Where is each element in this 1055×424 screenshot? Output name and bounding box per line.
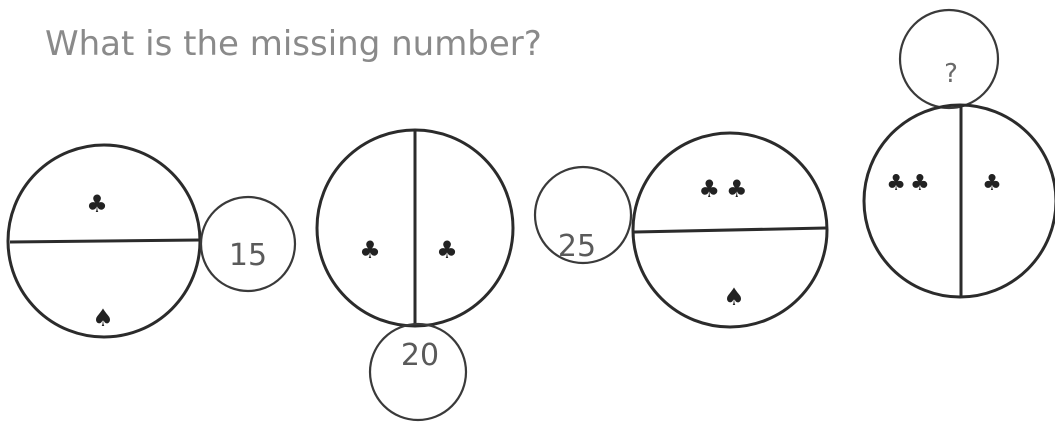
puzzle-4-left-symbols: ♣♣ xyxy=(886,171,933,196)
puzzle-2-right-symbols: ♣ xyxy=(436,236,458,264)
puzzle-3-top-symbols: ♣♣ xyxy=(698,175,753,203)
puzzle-1-value: 15 xyxy=(229,238,267,273)
puzzle-3-value-circle xyxy=(533,165,633,265)
puzzle-1-bottom-symbols: ♠ xyxy=(92,304,114,332)
puzzle-4-right-symbols: ♣ xyxy=(982,171,1002,196)
puzzle-3-divider xyxy=(633,226,827,234)
puzzle-2: ♣ ♣ 20 xyxy=(315,128,515,422)
puzzle-4-value-circle xyxy=(898,8,1000,110)
puzzle-1-top-symbols: ♣ xyxy=(86,190,108,218)
puzzle-3: 25 ♣♣ ♠ xyxy=(533,131,829,329)
puzzle-1-divider xyxy=(9,238,201,244)
question-title: What is the missing number? xyxy=(45,24,542,64)
puzzle-3-bottom-symbols: ♠ xyxy=(723,283,745,311)
puzzle-3-value: 25 xyxy=(558,229,596,264)
puzzle-3-big-circle xyxy=(631,131,829,329)
puzzle-4: ? ♣♣ ♣ xyxy=(862,8,1055,299)
puzzle-4-missing-value: ? xyxy=(944,59,958,89)
puzzle-2-value-circle xyxy=(368,322,468,422)
puzzle-1: ♣ ♠ 15 xyxy=(6,143,297,339)
puzzle-2-value: 20 xyxy=(401,338,439,373)
puzzle-2-left-symbols: ♣ xyxy=(359,236,381,264)
puzzle-1-value-circle xyxy=(199,195,297,293)
